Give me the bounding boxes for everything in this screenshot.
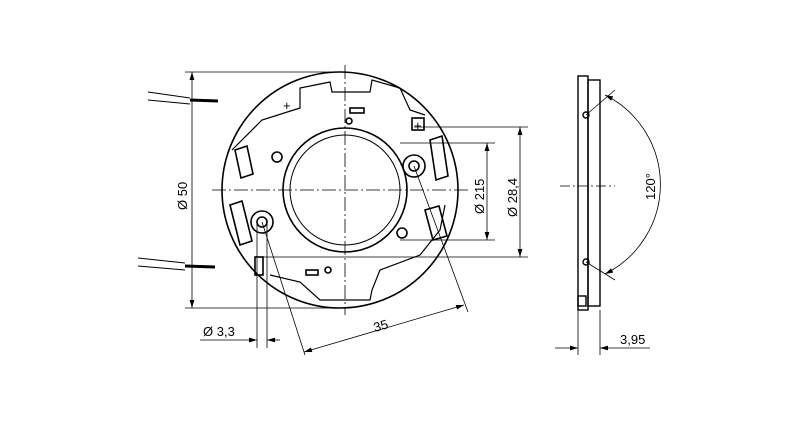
center-lines [212, 65, 470, 315]
wire-top [147, 91, 219, 105]
holder-side-view [577, 75, 601, 311]
dim-hole-diameter: Ø 3,3 [203, 324, 235, 339]
dim-thickness: 3,95 [620, 332, 645, 347]
plus-symbol-2: + [414, 118, 422, 133]
dim-angle: 120° [643, 173, 658, 200]
dim-hole-spacing: 35 [372, 316, 390, 334]
dim-hole-circle-diameter: Ø 28,4 [505, 178, 520, 217]
dim-outer-diameter: Ø 50 [175, 182, 190, 210]
plus-symbol: + [283, 98, 291, 113]
wire-bottom [137, 257, 216, 271]
dim-inner-diameter: Ø 215 [472, 179, 487, 214]
